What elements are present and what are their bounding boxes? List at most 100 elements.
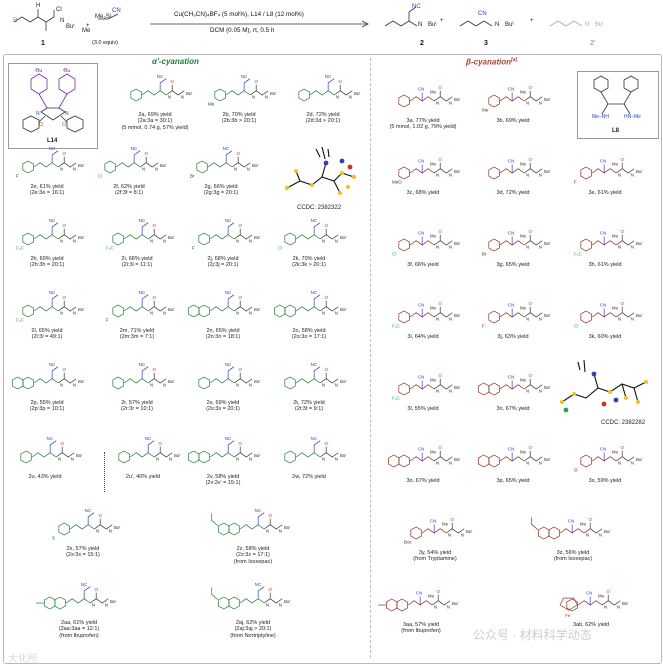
svg-text:CN: CN <box>508 159 514 164</box>
svg-text:N: N <box>449 316 452 321</box>
svg-text:NC: NC <box>85 508 92 513</box>
xray-structure-left <box>282 143 372 209</box>
svg-text:O: O <box>324 223 328 228</box>
svg-text:NC: NC <box>325 74 332 79</box>
svg-text:N: N <box>36 111 40 117</box>
svg-text:N: N <box>181 94 184 99</box>
svg-text:O: O <box>254 79 258 84</box>
svg-text:Buᵗ: Buᵗ <box>454 97 460 102</box>
svg-text:Buᵗ: Buᵗ <box>340 379 346 384</box>
svg-text:Me–NH: Me–NH <box>592 114 609 120</box>
svg-text:O: O <box>238 441 242 446</box>
svg-text:Buᵗ: Buᵗ <box>604 529 610 534</box>
svg-text:Buᵗ: Buᵗ <box>114 525 120 530</box>
svg-text:N: N <box>150 310 153 315</box>
svg-text:Buᵗ: Buᵗ <box>544 169 550 174</box>
column-divider <box>370 58 371 658</box>
svg-text:Buᵗ: Buᵗ <box>354 91 360 96</box>
svg-text:CN: CN <box>508 231 514 236</box>
yield-label: 3aa, 57% yield <box>402 622 440 628</box>
svg-text:O: O <box>606 589 610 594</box>
ratio-label: (2t:3t = 9:1) <box>294 406 324 413</box>
svg-text:Buᵗ: Buᵗ <box>595 21 604 28</box>
svg-text:O: O <box>528 301 532 306</box>
svg-text:Buᵗ: Buᵗ <box>544 97 550 102</box>
svg-text:N: N <box>335 238 338 243</box>
svg-text:N: N <box>539 460 542 465</box>
svg-text:N: N <box>599 532 602 537</box>
svg-text:Cl: Cl <box>56 7 62 13</box>
svg-text:O: O <box>528 445 532 450</box>
svg-text:Fe: Fe <box>565 613 571 618</box>
svg-text:Buᵗ: Buᵗ <box>252 163 258 168</box>
svg-text:Me: Me <box>520 233 527 238</box>
ratio-label: (2aj:3aj > 20:1) <box>234 626 272 633</box>
yield-label: 2u', 40% yield <box>125 474 161 480</box>
svg-text:Me: Me <box>520 161 527 166</box>
yield-label: 2j, 68% yield <box>207 256 239 262</box>
svg-text:Buᵗ: Buᵗ <box>284 599 290 604</box>
svg-text:N: N <box>539 388 542 393</box>
yield-label: 2g, 66% yield <box>204 184 238 190</box>
svg-text:N: N <box>65 111 69 117</box>
svg-text:O: O <box>438 157 442 162</box>
svg-text:N: N <box>247 166 250 171</box>
yield-label: 2p, 55% yield <box>30 400 64 406</box>
svg-text:N: N <box>526 316 529 321</box>
svg-text:N: N <box>266 528 269 533</box>
svg-text:N: N <box>60 382 63 387</box>
svg-text:CN: CN <box>508 447 514 452</box>
svg-text:F: F <box>16 173 19 178</box>
svg-text:F₃C: F₃C <box>16 317 25 322</box>
watermark-right: 公众号 · 材料科学动态 <box>473 628 592 642</box>
svg-text:Me: Me <box>82 28 91 34</box>
svg-text:N: N <box>60 18 64 24</box>
svg-text:N: N <box>335 382 338 387</box>
yield-label: 2h, 69% yield <box>30 256 64 262</box>
svg-text:O: O <box>238 223 242 228</box>
svg-text:N: N <box>617 604 620 609</box>
svg-text:NC: NC <box>311 290 318 295</box>
svg-text:N: N <box>236 310 239 315</box>
svg-text:O: O <box>574 467 578 472</box>
svg-text:N: N <box>618 244 621 249</box>
alpha-cyanation-title: α'-cyanation <box>152 57 199 66</box>
svg-text:N: N <box>236 456 239 461</box>
svg-text:Cl: Cl <box>98 173 102 178</box>
svg-text:NC: NC <box>311 218 318 223</box>
svg-text:O: O <box>528 373 532 378</box>
svg-text:Me: Me <box>428 593 435 598</box>
svg-text:Buᵗ: Buᵗ <box>454 313 460 318</box>
yield-label: 2b, 70% yield <box>222 112 256 118</box>
xray-structure-right <box>556 358 656 418</box>
svg-text:F: F <box>482 323 485 328</box>
svg-text:N: N <box>92 602 95 607</box>
svg-text:Buᵗ: Buᵗ <box>78 307 84 312</box>
yield-label: 3f, 66% yield <box>407 262 439 268</box>
yield-label: 2s, 69% yield <box>206 400 240 406</box>
svg-text:NC: NC <box>225 218 232 223</box>
svg-text:O: O <box>438 445 442 450</box>
svg-text:N: N <box>71 456 74 461</box>
svg-text:Buᵗ: Buᵗ <box>544 241 550 246</box>
